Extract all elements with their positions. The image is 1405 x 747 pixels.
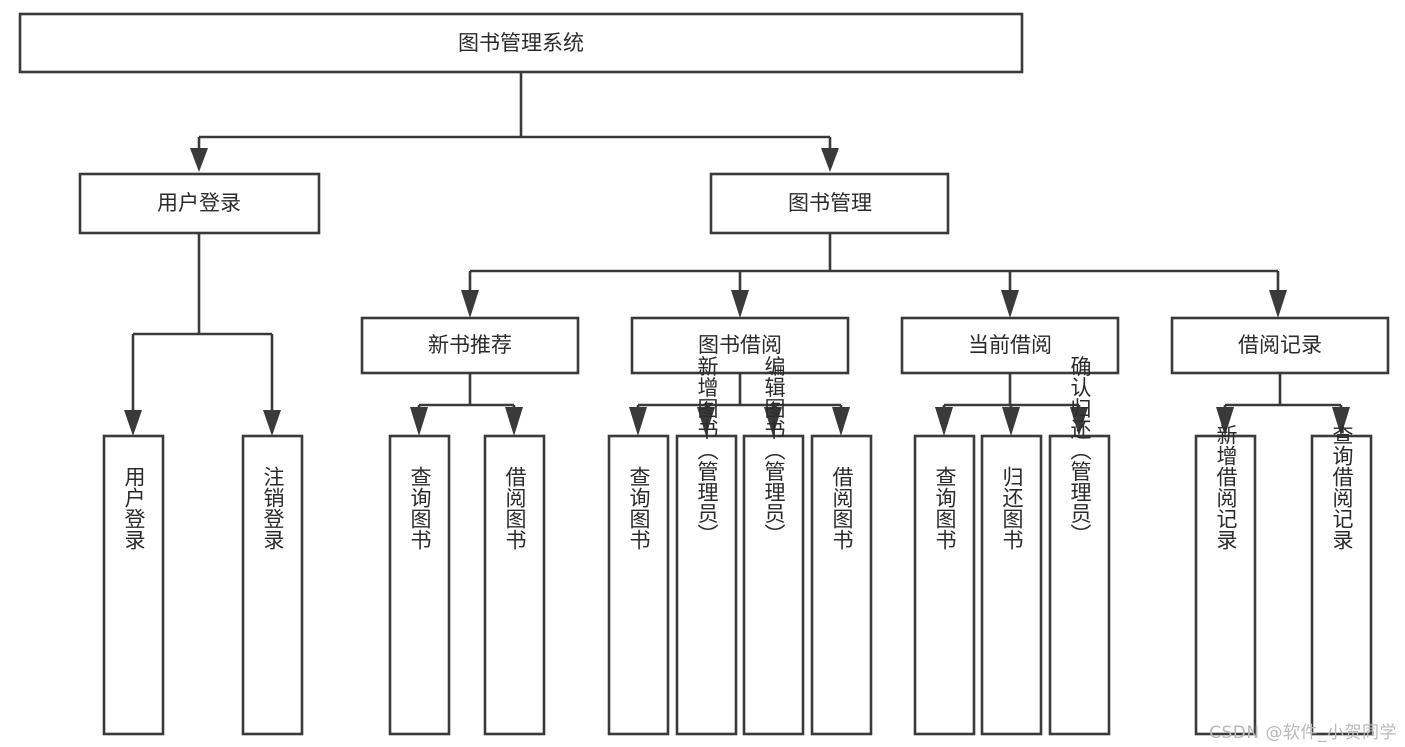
arrowhead-borrow-leaf3 (764, 407, 782, 436)
leaf-user-login-signout[interactable]: 注销登录 (241, 434, 304, 736)
arrowhead-current-leaf1 (935, 407, 953, 436)
arrowhead-new-book-rec (461, 290, 479, 318)
arrowhead-borrow-record (1269, 290, 1287, 318)
leaf-current-return-book-label: 归还图书 (1000, 466, 1024, 550)
node-root-system[interactable]: 图书管理系统 (18, 12, 1024, 74)
node-user-login-box[interactable] (78, 172, 321, 235)
node-current-borrow[interactable]: 当前借阅 (900, 316, 1120, 375)
node-current-borrow-label: 当前借阅 (968, 333, 1052, 357)
leaf-current-return-book-box[interactable] (980, 434, 1043, 736)
arrowhead-records-leaf1 (1216, 407, 1234, 436)
leaf-user-login-signin[interactable]: 用户登录 (102, 434, 165, 736)
arrowhead-leaf-user-login (124, 410, 142, 436)
leaf-records-add-record-label: 新增借阅记录 (1214, 424, 1238, 550)
arrowhead-book-mgmt (821, 148, 839, 172)
leaf-records-query-record-box[interactable] (1310, 434, 1373, 736)
arrowhead-borrow-leaf1 (629, 407, 647, 436)
leaf-user-login-signout-box[interactable] (241, 434, 304, 736)
arrowhead-leaf-logout (263, 410, 281, 436)
csdn-watermark: CSDN @软件_小贺同学 (1209, 723, 1397, 743)
leaf-borrow-edit-book[interactable]: 编辑图书（管理员） (742, 356, 805, 736)
leaf-current-return-book[interactable]: 归还图书 (980, 434, 1043, 736)
node-book-management[interactable]: 图书管理 (709, 172, 950, 235)
leaf-borrow-add-book-label: 新增图书（管理员） (695, 356, 719, 545)
arrowhead-newbook-leaf1 (410, 407, 428, 436)
connectors-group (124, 72, 1350, 436)
node-borrow-records-label: 借阅记录 (1238, 333, 1322, 357)
leaf-borrow-add-book[interactable]: 新增图书（管理员） (675, 356, 738, 736)
node-user-login-label: 用户登录 (157, 191, 241, 215)
leaf-newbook-borrow-book-label: 借阅图书 (503, 466, 527, 550)
leaf-current-confirm-return[interactable]: 确认归还（管理员） (1048, 356, 1111, 736)
node-root-system-box[interactable] (18, 12, 1024, 74)
leaf-current-query-book-label: 查询图书 (933, 466, 957, 550)
leaf-borrow-query-book-label: 查询图书 (627, 466, 651, 550)
node-book-borrow-label: 图书借阅 (698, 333, 782, 357)
arrowhead-borrow-leaf4 (832, 407, 850, 436)
arrowhead-current-leaf3 (1070, 407, 1088, 436)
node-book-borrow-box[interactable] (630, 316, 850, 375)
leaf-borrow-query-book-box[interactable] (607, 434, 670, 736)
node-new-book-recommend-box[interactable] (360, 316, 580, 375)
leaf-current-confirm-return-box[interactable] (1048, 434, 1111, 736)
arrowhead-newbook-leaf2 (505, 407, 523, 436)
arrowhead-borrow-leaf2 (697, 407, 715, 436)
node-book-borrow[interactable]: 图书借阅 (630, 316, 850, 375)
leaf-newbook-query-book[interactable]: 查询图书 (388, 434, 451, 736)
leaf-newbook-query-book-box[interactable] (388, 434, 451, 736)
leaf-user-login-signout-label: 注销登录 (261, 466, 285, 550)
leaf-borrow-query-book[interactable]: 查询图书 (607, 434, 670, 736)
leaf-borrow-edit-book-label: 编辑图书（管理员） (762, 356, 786, 545)
leaf-user-login-signin-label: 用户登录 (122, 466, 146, 550)
arrowhead-current-borrow (1001, 290, 1019, 318)
leaf-borrow-borrow-book-label: 借阅图书 (830, 466, 854, 550)
arrowhead-records-leaf2 (1332, 407, 1350, 436)
leaf-borrow-borrow-book-box[interactable] (810, 434, 873, 736)
node-borrow-records-box[interactable] (1170, 316, 1390, 375)
leaf-current-confirm-return-label: 确认归还（管理员） (1068, 356, 1092, 545)
arrowhead-book-borrow (731, 290, 749, 318)
leaf-user-login-signin-box[interactable] (102, 434, 165, 736)
leaf-records-query-record[interactable]: 查询借阅记录 (1310, 424, 1373, 736)
node-new-book-recommend-label: 新书推荐 (428, 333, 512, 357)
node-book-management-box[interactable] (709, 172, 950, 235)
leaf-borrow-edit-book-box[interactable] (742, 434, 805, 736)
node-root-system-label: 图书管理系统 (458, 31, 584, 55)
leaf-records-add-record-box[interactable] (1194, 434, 1257, 736)
leaf-borrow-add-book-box[interactable] (675, 434, 738, 736)
arrowhead-user-login (190, 148, 208, 172)
node-book-management-label: 图书管理 (788, 191, 872, 215)
leaf-records-query-record-label: 查询借阅记录 (1330, 424, 1354, 550)
leaf-newbook-borrow-book[interactable]: 借阅图书 (483, 434, 546, 736)
node-user-login[interactable]: 用户登录 (78, 172, 321, 235)
leaf-newbook-query-book-label: 查询图书 (408, 466, 432, 550)
leaf-newbook-borrow-book-box[interactable] (483, 434, 546, 736)
arrowhead-current-leaf2 (1002, 407, 1020, 436)
leaf-records-add-record[interactable]: 新增借阅记录 (1194, 424, 1257, 736)
leaf-current-query-book[interactable]: 查询图书 (913, 434, 976, 736)
node-new-book-recommend[interactable]: 新书推荐 (360, 316, 580, 375)
node-current-borrow-box[interactable] (900, 316, 1120, 375)
leaf-current-query-book-box[interactable] (913, 434, 976, 736)
leaf-borrow-borrow-book[interactable]: 借阅图书 (810, 434, 873, 736)
node-borrow-records[interactable]: 借阅记录 (1170, 316, 1390, 375)
